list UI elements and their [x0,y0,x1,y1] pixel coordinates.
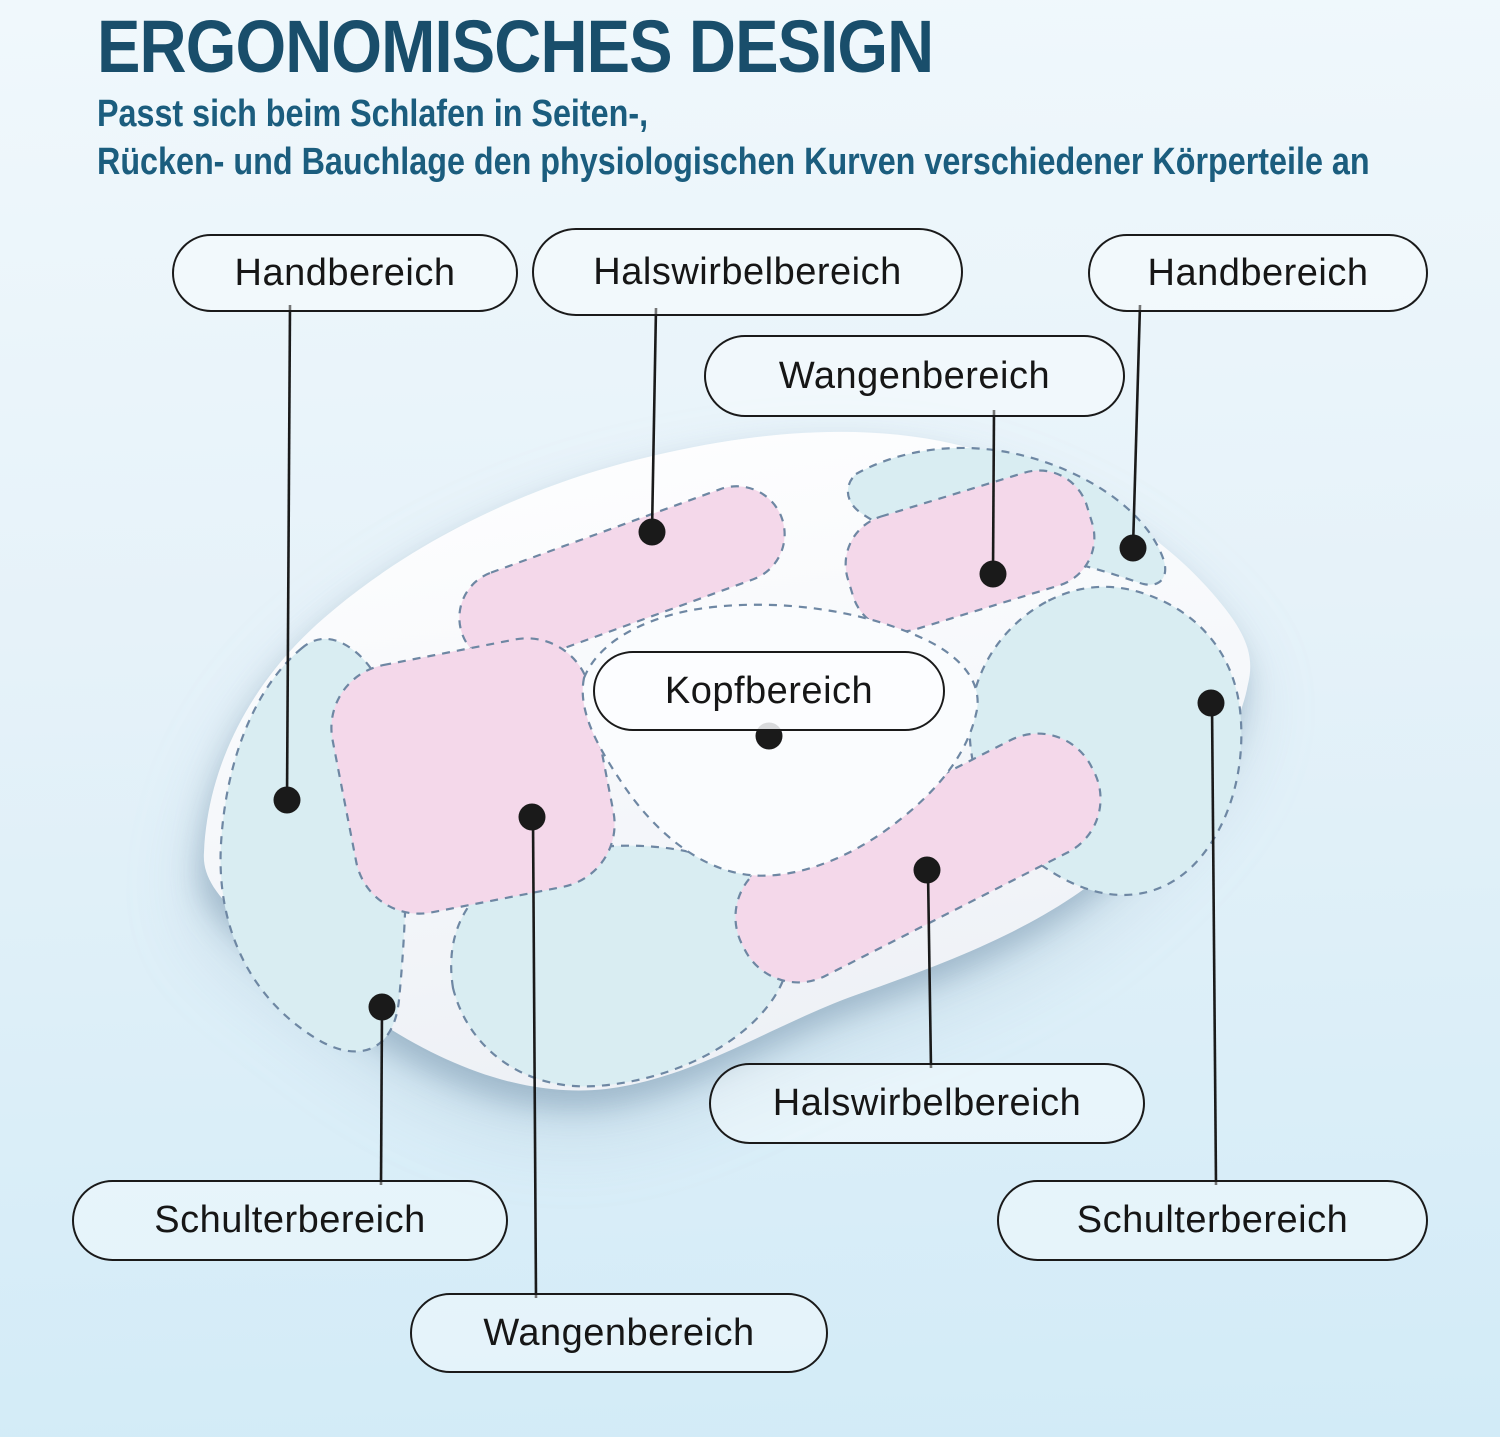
zone-cheek-left [330,637,616,915]
lead-hand-right [1131,304,1142,549]
dot-cheek-left [518,803,546,831]
dot-hand-left [273,786,301,814]
subtitle-line-1: Passt sich beim Schlafen in Seiten-, [97,93,649,135]
callout-neck-top: Halswirbelbereich [532,228,963,316]
page-subtitle: Passt sich beim Schlafen in Seiten-, Rüc… [97,90,1370,186]
callout-cheek-top: Wangenbereich [704,335,1125,417]
callout-shoulder-left-label: Schulterbereich [154,1199,426,1241]
lead-neck-bottom [926,871,933,1069]
callout-neck-top-label: Halswirbelbereich [593,250,902,293]
callout-cheek-bottom: Wangenbereich [410,1293,828,1373]
callout-head-label: Kopfbereich [664,669,874,712]
callout-hand-right: Handbereich [1088,234,1428,312]
lead-shoulder-left [379,1006,384,1186]
lead-cheek-bottom [531,816,538,1299]
zone-cheek-top [844,469,1096,633]
callout-neck-bottom: Halswirbelbereich [709,1063,1145,1144]
callout-shoulder-right: Schulterbereich [997,1180,1428,1261]
callout-hand-left-label: Handbereich [234,251,456,294]
lead-hand-left [285,304,292,801]
dot-shoulder-right [1197,689,1225,717]
callout-cheek-top-label: Wangenbereich [778,354,1051,397]
lead-shoulder-right [1210,702,1218,1186]
callout-neck-bottom-label: Halswirbelbereich [772,1082,1082,1124]
callout-hand-left: Handbereich [172,234,518,312]
callout-shoulder-right-label: Schulterbereich [1076,1199,1349,1241]
dot-shoulder-left [368,993,396,1021]
subtitle-line-2: Rücken- und Bauchlage den physiologische… [97,141,1370,183]
lead-cheek-top [991,409,996,575]
dot-cheek-top [979,560,1007,588]
dot-neck-bottom [913,856,941,884]
lead-neck-top [650,307,658,533]
callout-cheek-bottom-label: Wangenbereich [483,1311,755,1354]
callout-hand-right-label: Handbereich [1147,251,1369,294]
zone-neck-top [458,485,786,667]
callout-shoulder-left: Schulterbereich [72,1180,508,1261]
page-title: ERGONOMISCHES DESIGN [97,5,934,88]
callout-head: Kopfbereich [593,651,945,731]
dot-hand-right [1119,534,1147,562]
dot-neck-top [638,518,666,546]
